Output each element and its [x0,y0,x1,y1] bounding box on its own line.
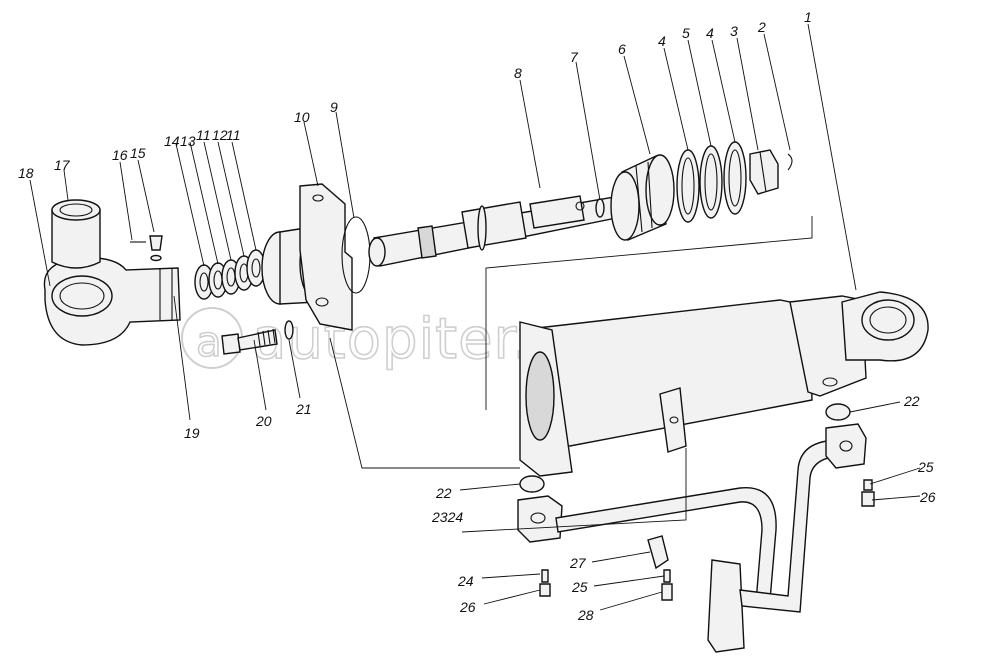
callout-16: 16 [112,147,128,163]
callout-1: 1 [804,9,812,25]
bolt-20 [221,328,278,355]
callout-11: 11 [196,127,211,143]
leader-lines [29,23,921,611]
bolts-and-washers [539,479,875,601]
callout-3: 3 [730,23,738,39]
callout-5: 5 [682,25,690,41]
callout-26-right: 26 [919,489,936,505]
rod-eye-end [43,257,181,346]
cylinder-body-1 [519,291,929,477]
callout-25-lower: 25 [571,579,588,595]
callout-9: 9 [330,99,338,115]
grease-nipple-15 [130,235,163,262]
callout-6: 6 [618,41,626,57]
ring-7 [595,198,605,218]
callout-27: 27 [569,555,587,571]
callout-23-24: 2324 [431,509,463,525]
clamp-27 [647,535,669,570]
callout-24: 24 [457,573,474,589]
piston-rings-4-5 [676,141,747,223]
callout-18: 18 [18,165,34,181]
seal-22-lower [519,475,545,493]
callout-11-second: 11 [226,127,241,143]
cotter-pin-2 [787,153,793,171]
watermark-logo-glyph: a [196,317,222,366]
callout-2: 2 [757,19,766,35]
nut-3 [749,149,779,195]
callout-12: 12 [212,127,228,143]
callout-4-second: 4 [658,33,666,49]
seal-22-upper [825,403,851,421]
callout-25-right: 25 [917,459,934,475]
hydraulic-pipes-23-24 [517,423,867,653]
callout-21: 21 [295,401,312,417]
callout-4: 4 [706,25,714,41]
piston-rod-8 [368,195,627,267]
callout-22-lower: 22 [435,485,452,501]
callout-26-lower: 26 [459,599,476,615]
callout-28: 28 [577,607,594,623]
callout-13: 13 [180,133,196,149]
callout-19: 19 [184,425,200,441]
callout-8: 8 [514,65,522,81]
callout-7: 7 [570,49,579,65]
callout-14: 14 [164,133,180,149]
bushing-17 [51,199,101,269]
washer-21 [284,320,294,340]
callout-10: 10 [294,109,310,125]
callout-labels: 1 2 3 4 5 4 6 7 8 9 10 11 12 11 13 14 15… [18,9,936,623]
callout-20: 20 [255,413,272,429]
callout-15: 15 [130,145,146,161]
cylinder-head-10 [261,183,353,331]
callout-22-upper: 22 [903,393,920,409]
piston-6 [610,154,675,242]
callout-17: 17 [54,157,71,173]
